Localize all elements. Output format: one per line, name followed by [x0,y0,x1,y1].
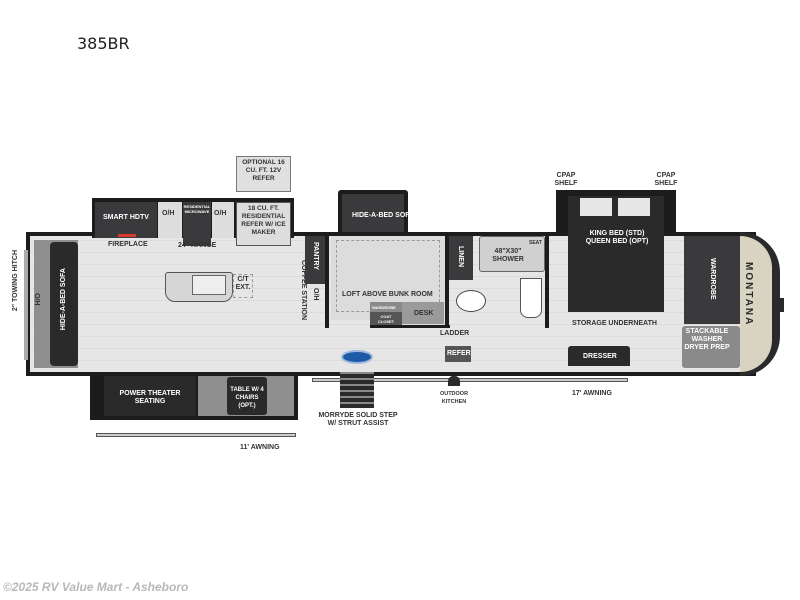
shower [479,236,545,272]
bed-label: KING BED (STD) QUEEN BED (OPT) [585,230,649,245]
optional-refer [236,156,291,192]
sink [192,275,226,295]
ladder-label: LADDER [440,330,470,337]
table-label: TABLE W/ 4 CHAIRS (OPT.) [230,387,264,409]
coat-closet [370,312,402,326]
bunk-wardrobe [370,302,402,312]
desk [402,302,444,324]
floorplan: MONTANA HIDE-A-BED SOFA H/O 2" TOWING HI… [0,150,800,460]
copyright: ©2025 RV Value Mart - Asheboro [3,580,189,594]
pillow-right [618,198,650,216]
loft-label: LOFT ABOVE BUNK ROOM [342,291,433,298]
towing-hitch-label: 2" TOWING HITCH [12,250,19,312]
bunk-sofa-label: HIDE-A-BED SOFA [352,212,415,219]
step-label: MORRYDE SOLID STEP W/ STRUT ASSIST [318,412,398,427]
fireplace-label: FIREPLACE [108,241,148,248]
linen [449,236,473,280]
toilet [456,290,486,312]
entry-logo [341,350,373,364]
awning-17-label: 17' AWNING [572,390,612,397]
table [227,377,267,415]
dresser [568,346,630,366]
pillow-left [580,198,612,216]
montana-cap [740,236,772,372]
smart-hdtv-label: SMART HDTV [103,214,149,221]
ho-label: H/O [35,293,42,306]
cpap-shelf-right: CPAP SHELF [654,172,678,187]
brand-logo: MONTANA [743,262,754,327]
microwave-label: RESIDENTIAL MICROWAVE [183,204,211,214]
awning-11 [96,433,296,437]
shower-label: 48"X30" SHOWER [492,248,524,263]
linen-label: LINEN [457,246,464,267]
storage-label: STORAGE UNDERNEATH [572,320,657,327]
outdoor-kitchen-label: OUTDOOR KITCHEN [439,391,469,405]
bath-sink [520,278,542,318]
smart-hdtv [95,202,157,238]
fireplace-glow [118,234,136,237]
rear-sofa-label: HIDE-A-BED SOFA [60,268,67,331]
oh-label-3: O/H [312,288,319,301]
wardrobe [684,236,740,324]
range [183,202,211,246]
wardrobe-label: WARDROBE [709,258,716,300]
entry-step [340,372,374,408]
pantry [305,236,325,284]
oh-cabinet-1 [158,202,182,238]
cpap-shelf-left: CPAP SHELF [554,172,578,187]
rear-window [24,250,28,360]
oh-cabinet-2 [212,202,234,238]
range-label: 24" RANGE [178,242,217,249]
theater-label: POWER THEATER SEATING [119,390,181,405]
outdoor-kitchen-icon [448,376,460,386]
awning-17 [312,378,628,382]
residential-refer-label: 18 CU. FT. RESIDENTIAL REFER W/ ICE MAKE… [241,205,286,236]
washer-dryer-prep [682,326,740,368]
refer-box [445,346,471,362]
awning-11-label: 11' AWNING [240,444,280,451]
ct-ext-label: C/T EXT. [235,276,251,291]
seat-label: SEAT [529,240,542,246]
ct-extension [233,274,253,298]
pantry-label: PANTRY [312,242,319,270]
model-title: 385BR [77,34,130,53]
optional-refer-label: OPTIONAL 16 CU. FT. 12V REFER [242,159,285,182]
residential-refer [236,202,291,246]
kingpin [778,298,784,312]
bunk-sofa [342,194,404,232]
theater-seating [104,376,196,416]
coffee-station-label: COFFEE STATION [300,260,307,321]
